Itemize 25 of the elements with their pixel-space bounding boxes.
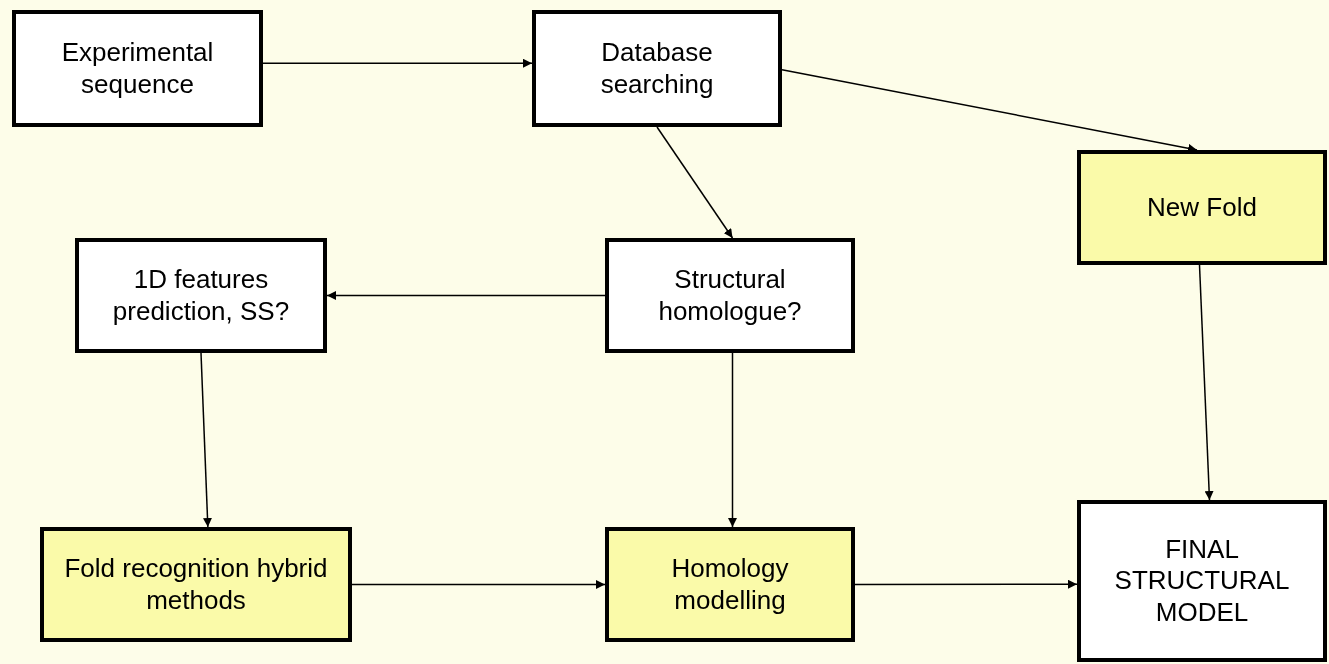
box-label: Structural homologue? <box>657 264 803 327</box>
arrow <box>728 352 737 528</box>
arrow <box>200 352 212 528</box>
box-label: Database searching <box>599 37 715 100</box>
process-box <box>605 238 855 353</box>
box-label: New Fold <box>1147 191 1257 224</box>
arrow <box>262 58 533 68</box>
process-box <box>1077 150 1327 265</box>
arrow <box>781 68 1198 153</box>
process-box <box>12 10 263 127</box>
arrow <box>326 291 606 300</box>
arrow <box>351 580 606 589</box>
process-box <box>532 10 782 127</box>
box-label: Experimental sequence <box>60 37 215 100</box>
process-box <box>75 238 327 353</box>
arrow <box>656 126 734 239</box>
box-label: Homology modelling <box>670 553 790 616</box>
box-label: 1D features prediction, SS? <box>111 264 291 327</box>
process-box <box>605 527 855 642</box>
arrow <box>854 579 1078 589</box>
box-label: Fold recognition hybrid methods <box>63 553 329 616</box>
process-box <box>1077 500 1327 662</box>
arrow <box>1198 264 1214 501</box>
box-label: FINAL STRUCTURAL MODEL <box>1113 534 1291 628</box>
process-box <box>40 527 352 642</box>
